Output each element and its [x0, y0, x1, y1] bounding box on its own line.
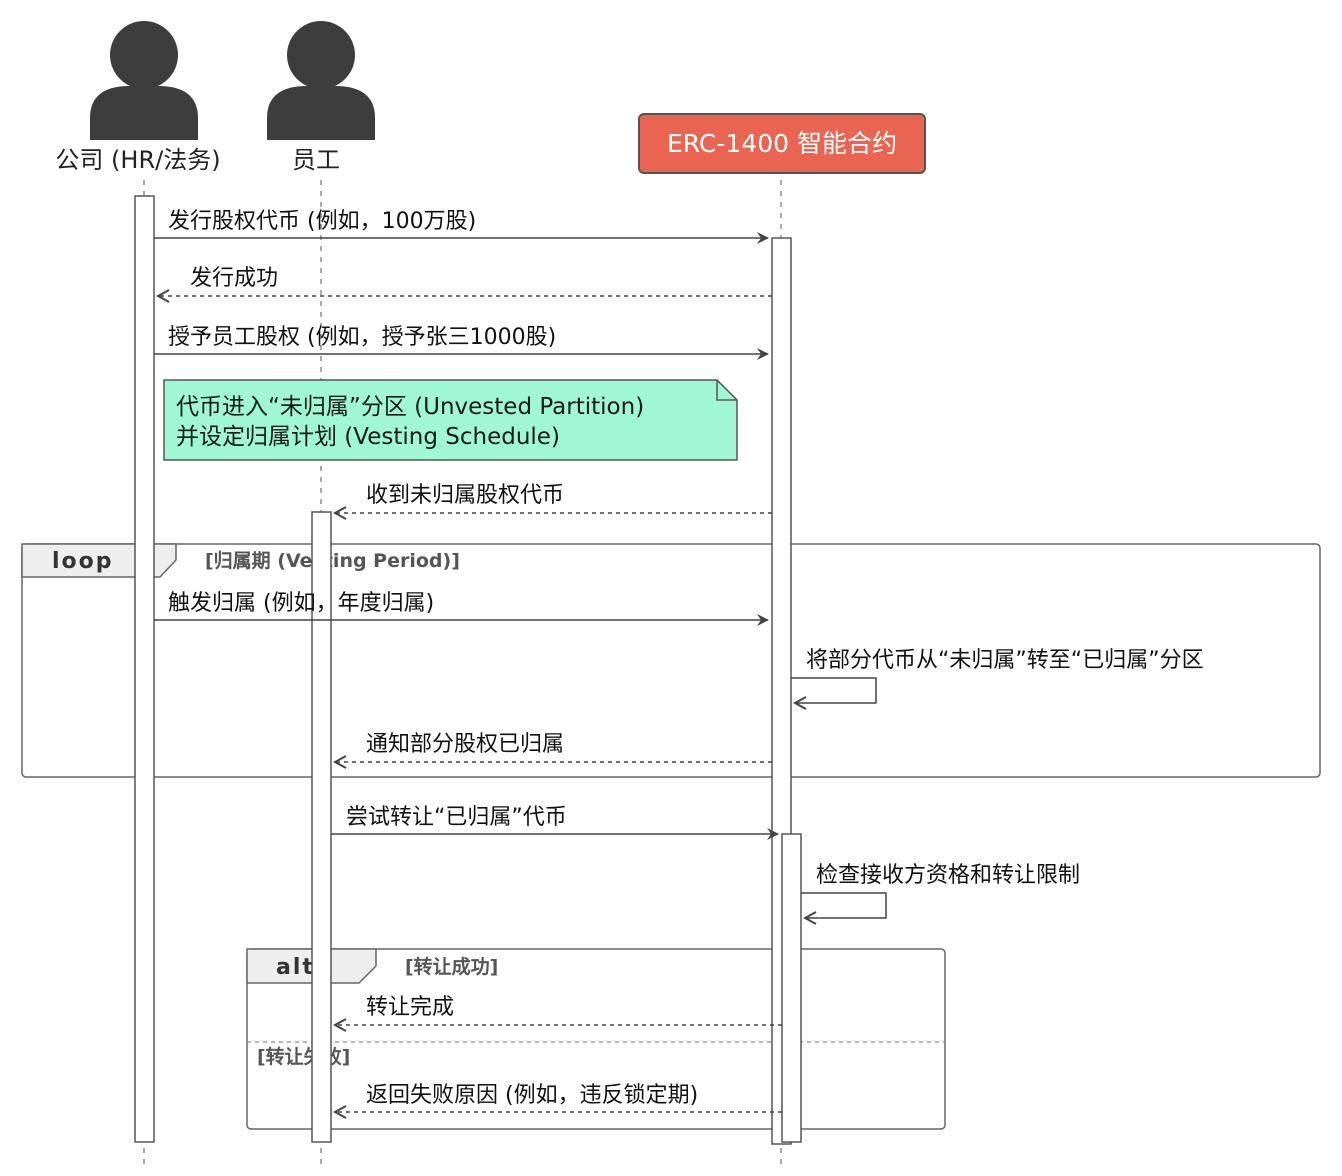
message-label: 通知部分股权已归属 [366, 732, 564, 757]
actor-company-label: 公司 (HR/法务) [55, 146, 220, 174]
actor-contract-label: ERC-1400 智能合约 [667, 129, 897, 158]
activation-employee [311, 511, 332, 1143]
message-label: 返回失败原因 (例如，违反锁定期) [366, 1083, 698, 1108]
note: 代币进入“未归属”分区 (Unvested Partition) 并设定归属计划… [163, 379, 738, 461]
person-icon [267, 21, 375, 140]
message-label: 将部分代币从“未归属”转至“已归属”分区 [806, 648, 1204, 673]
alt-condition: [转让成功] [405, 955, 498, 978]
person-icon [90, 21, 198, 140]
message-label: 发行成功 [190, 266, 278, 291]
actor-contract: ERC-1400 智能合约 [638, 113, 926, 174]
note-line-2: 并设定归属计划 (Vesting Schedule) [176, 424, 560, 450]
note-line-1: 代币进入“未归属”分区 (Unvested Partition) [176, 394, 644, 420]
activation-company [134, 195, 155, 1143]
actor-company: 公司 (HR/法务) [55, 21, 221, 174]
activation-contract-nested [781, 833, 802, 1143]
actor-employee: 员工 [267, 21, 375, 174]
actor-employee-label: 员工 [292, 146, 340, 174]
message-label: 授予员工股权 (例如，授予张三1000股) [168, 325, 556, 350]
alt-tag: alt [276, 955, 315, 980]
message-label: 触发归属 (例如，年度归属) [168, 591, 434, 616]
message-arrow [801, 892, 887, 918]
message-label: 尝试转让“已归属”代币 [346, 805, 567, 830]
contract-box [638, 113, 926, 174]
alt-else-condition: [转让失败] [257, 1045, 350, 1068]
message-label: 转让完成 [366, 995, 454, 1020]
message-arrow [791, 677, 877, 703]
message-label: 检查接收方资格和转让限制 [816, 863, 1080, 888]
message-label: 收到未归属股权代币 [366, 483, 564, 508]
loop-condition: [归属期 (Vesting Period)] [205, 549, 460, 572]
loop-tag: loop [52, 549, 114, 574]
message-label: 发行股权代币 (例如，100万股) [168, 209, 476, 234]
